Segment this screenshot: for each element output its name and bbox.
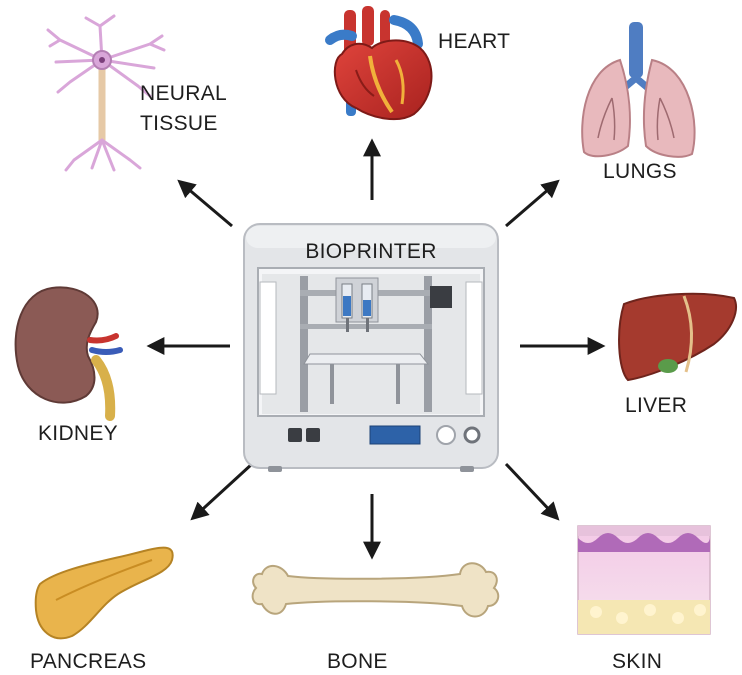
pancreas-illustration xyxy=(36,548,173,639)
label-liver: LIVER xyxy=(625,394,687,417)
printer-display xyxy=(370,426,420,444)
heart-illustration xyxy=(330,6,431,119)
arrow-to-pancreas xyxy=(193,464,252,518)
arrow-to-skin xyxy=(506,464,557,518)
bioprinter-label: BIOPRINTER xyxy=(305,240,436,263)
lungs-illustration xyxy=(582,22,694,157)
arrow-to-lungs xyxy=(506,182,557,226)
label-kidney: KIDNEY xyxy=(38,422,118,445)
label-bone: BONE xyxy=(327,650,388,670)
label-neural-line2: TISSUE xyxy=(140,112,218,135)
arrow-to-neural xyxy=(180,182,232,226)
bioprinter: BIOPRINTER xyxy=(244,224,498,472)
skin-illustration xyxy=(578,526,710,634)
label-lungs: LUNGS xyxy=(603,160,677,183)
label-skin: SKIN xyxy=(612,650,662,670)
label-pancreas: PANCREAS xyxy=(30,650,146,670)
kidney-illustration xyxy=(16,287,120,416)
liver-illustration xyxy=(619,294,736,380)
label-heart: HEART xyxy=(438,30,510,53)
label-neural-line1: NEURAL xyxy=(140,82,227,105)
bone-illustration xyxy=(253,563,499,616)
